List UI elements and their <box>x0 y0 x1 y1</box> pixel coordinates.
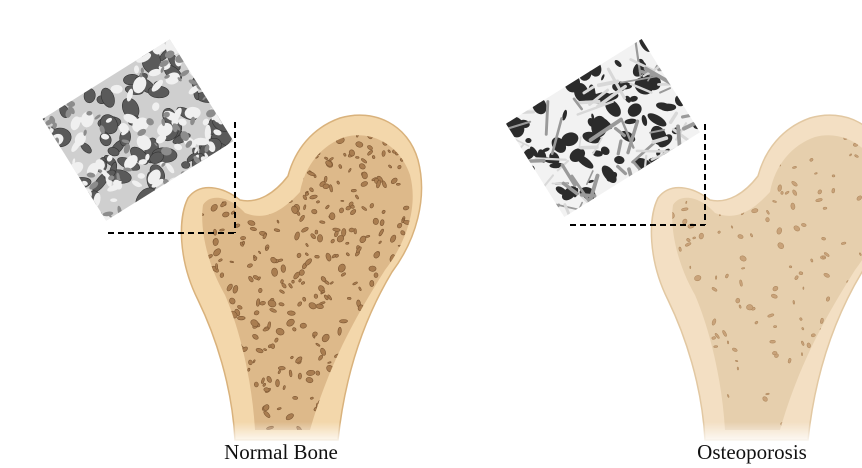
osteoporosis-femur-icon <box>640 115 862 445</box>
normal-bone-caption: Normal Bone <box>224 440 338 465</box>
osteo-fade <box>640 340 862 445</box>
normal-fade <box>170 340 440 445</box>
osteoporosis-caption: Osteoporosis <box>697 440 807 465</box>
normal-femur-icon <box>170 115 440 445</box>
